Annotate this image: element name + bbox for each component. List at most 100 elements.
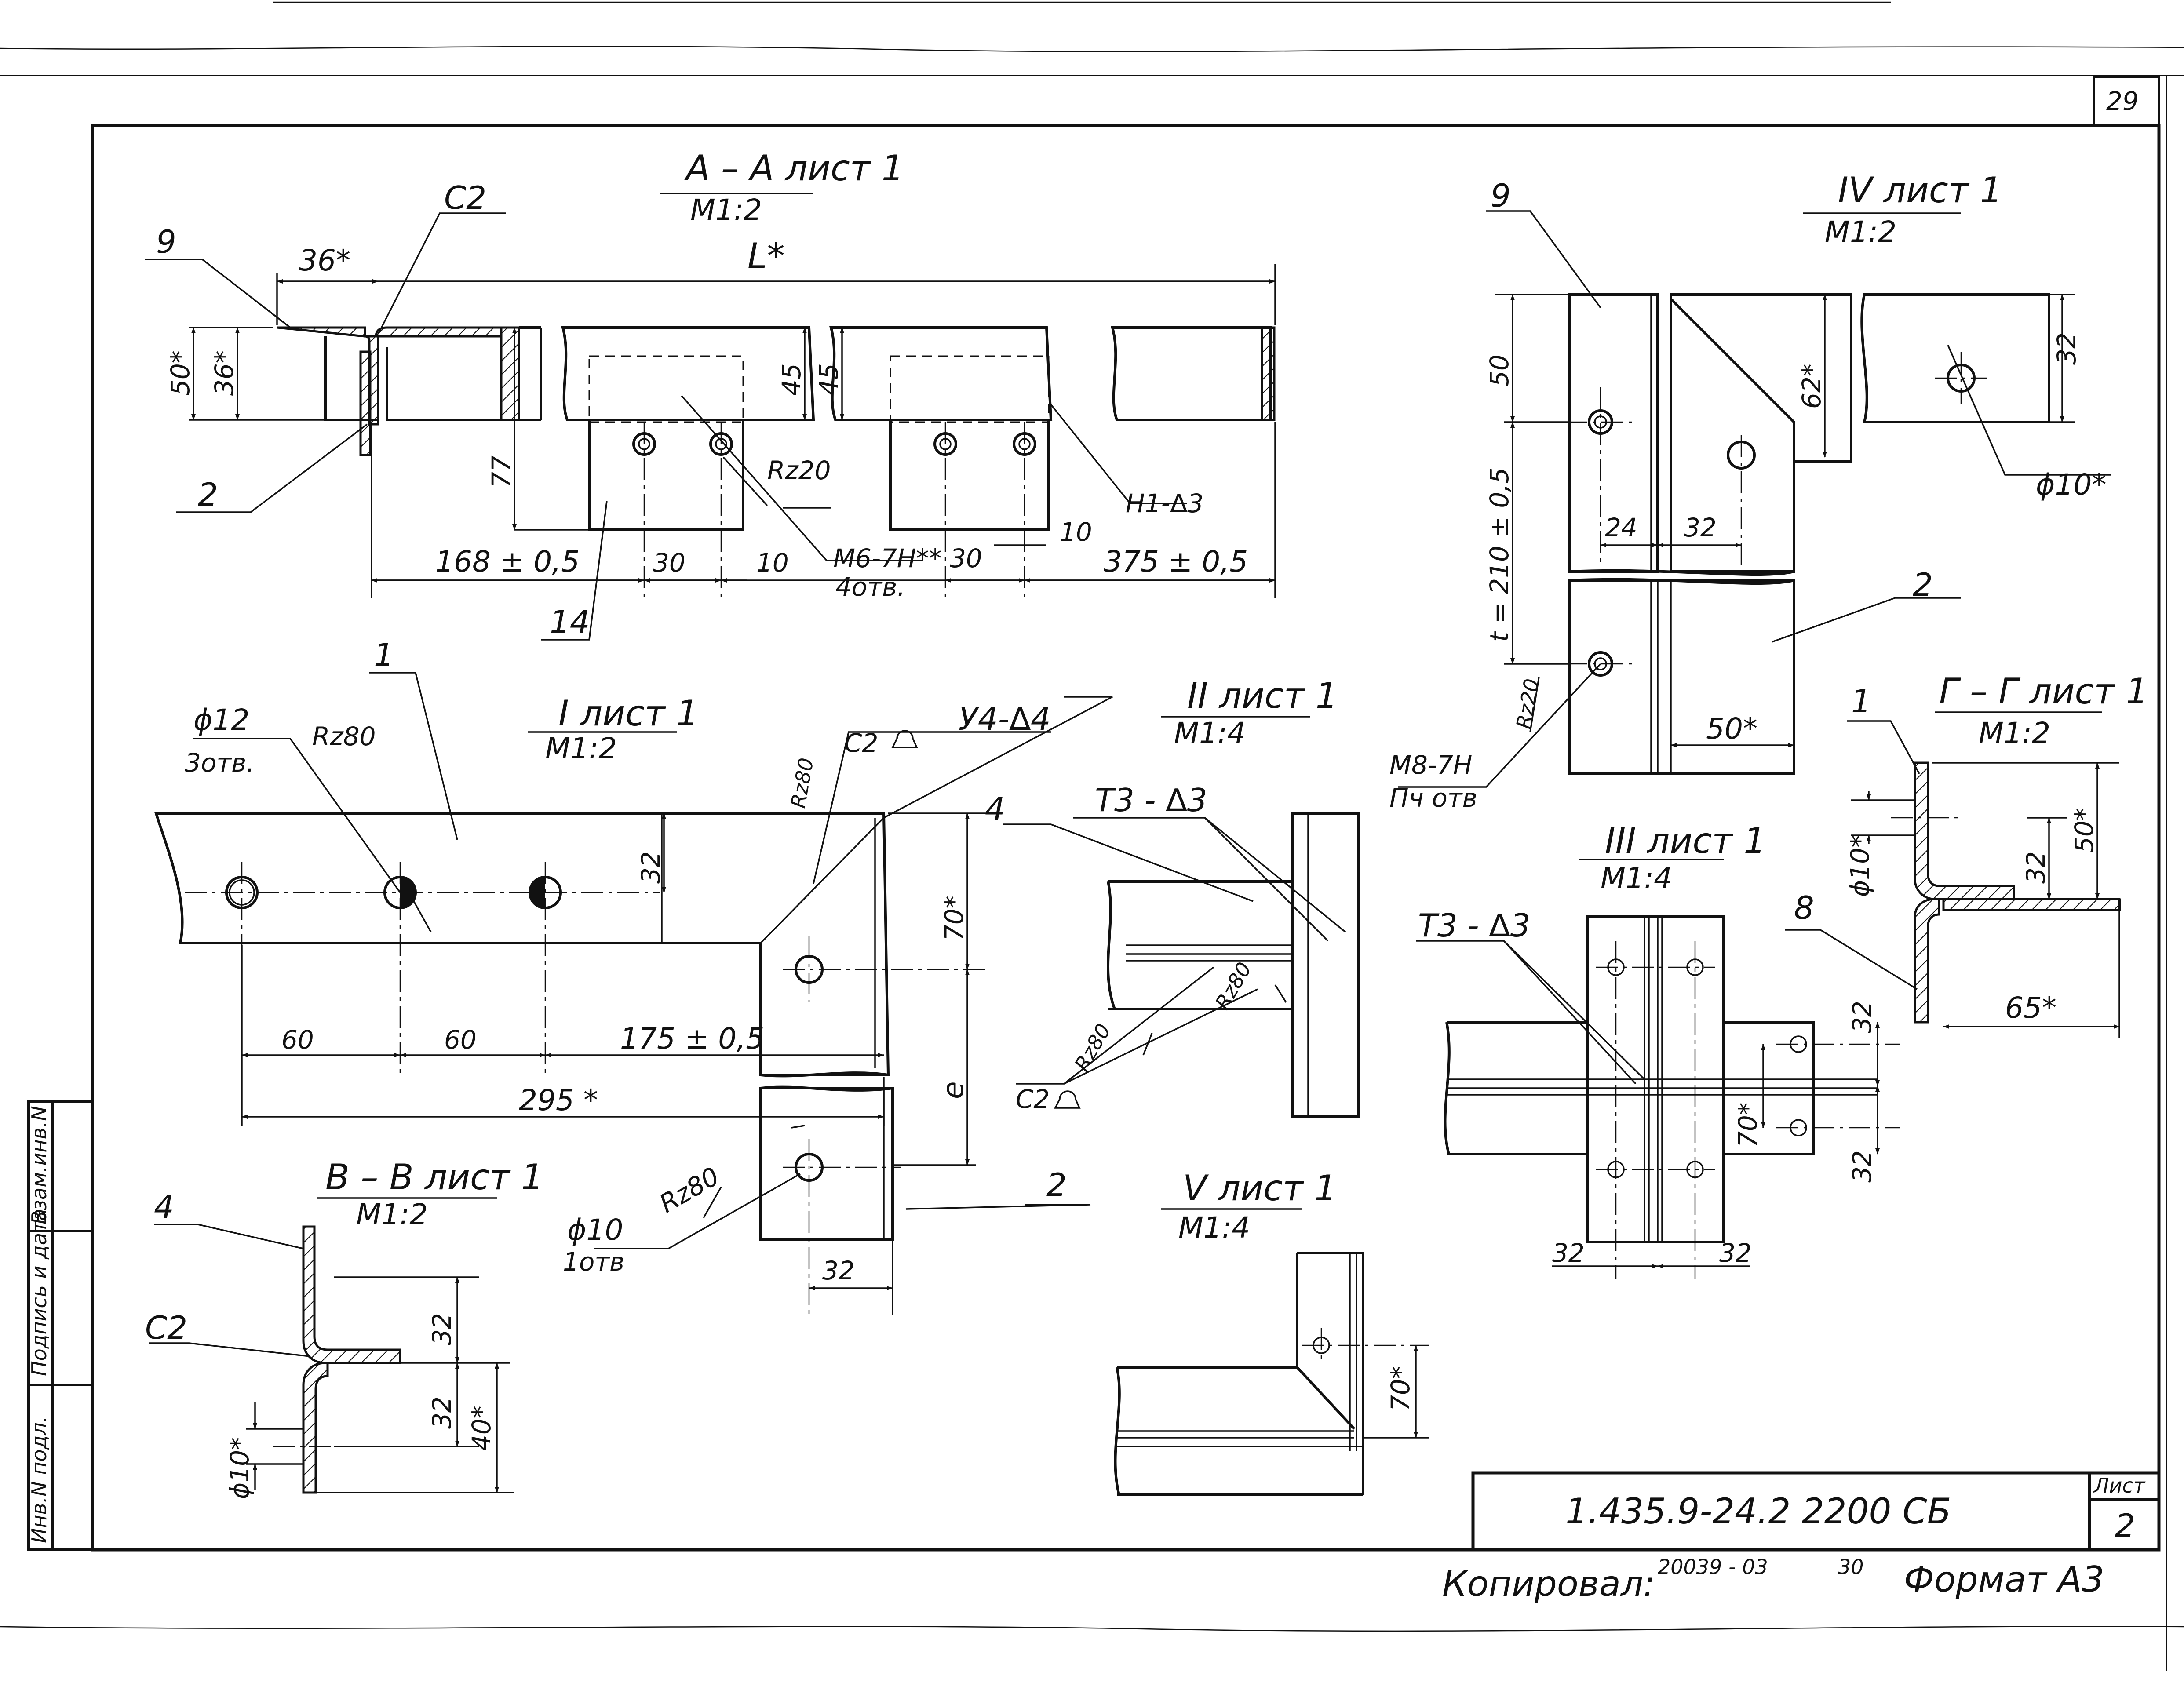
- side-stamp: Инв.N подл. Подпись и дата Взам.инв.N: [27, 1100, 94, 1551]
- view-v: V лист 1 М1:4 70*: [1114, 1168, 1429, 1496]
- i-rz80b: Rz80: [786, 756, 818, 810]
- view-iii-scale: М1:4: [1601, 861, 1672, 895]
- gg-dim32: 32: [2021, 851, 2051, 884]
- view-i-scale: М1:2: [545, 732, 617, 765]
- iv-pos2: 2: [1913, 566, 1933, 603]
- aa-dim50: 50*: [165, 350, 195, 396]
- view-iii: III лист 1 М1:4 Т3 - ∆3: [1416, 820, 1900, 1279]
- iv-holes: Пч отв: [1389, 783, 1477, 813]
- vv-pos4: 4: [154, 1188, 174, 1225]
- aa-dim36a: 36*: [299, 244, 350, 277]
- section-aa-scale: М1:2: [690, 193, 762, 227]
- aa-dim30a: 30: [653, 548, 685, 578]
- drawing-designation: 1.435.9-24.2 2200 СБ: [1565, 1491, 1951, 1532]
- aa-holes: 4отв.: [835, 572, 905, 602]
- i-dimE: е: [936, 1081, 970, 1099]
- view-i: I лист 1 М1:2: [154, 637, 1254, 1315]
- i-pos4: 4: [985, 790, 1005, 827]
- iv-rz20: Rz20: [1512, 677, 1544, 731]
- gg-pos1: 1: [1851, 683, 1871, 720]
- section-vv-scale: М1:2: [356, 1198, 428, 1231]
- sheet-label: Лист: [2093, 1474, 2146, 1497]
- i-pos1: 1: [374, 637, 394, 674]
- ii-rz80a: Rz80: [1210, 958, 1256, 1013]
- gg-pos8: 8: [1794, 889, 1814, 926]
- iii-dim32a: 32: [1847, 1001, 1877, 1033]
- vv-dim32b: 32: [427, 1396, 457, 1429]
- view-iii-title: III лист 1: [1605, 820, 1766, 861]
- footer: Копировал: 20039 - 03 30 Формат А3: [1442, 1555, 2104, 1604]
- section-gg-title: Г – Г лист 1: [1939, 671, 2148, 712]
- iv-dim50b: 50*: [1706, 712, 1757, 746]
- gg-phi10: ϕ10*: [1845, 835, 1875, 897]
- iv-dim210: t = 210 ± 0,5: [1484, 467, 1514, 642]
- i-holes2: 1отв: [563, 1247, 624, 1277]
- view-ii-title: II лист 1: [1187, 675, 1338, 716]
- i-dim60b: 60: [444, 1025, 477, 1055]
- section-aa: А – А лист 1 М1:2: [145, 148, 1276, 641]
- aa-dim168: 168 ± 0,5: [435, 545, 580, 579]
- order-number: 30: [1838, 1555, 1864, 1579]
- view-v-title: V лист 1: [1183, 1168, 1337, 1209]
- i-holes: 3отв.: [185, 748, 255, 778]
- i-weld: У4-∆4: [959, 700, 1051, 737]
- aa-dim10b: 10: [1060, 517, 1092, 547]
- i-phi10: ϕ10: [567, 1213, 623, 1247]
- page-number: 29: [2106, 86, 2139, 116]
- aa-dim77: 77: [486, 455, 516, 488]
- gg-dim65: 65*: [2005, 991, 2056, 1025]
- i-c2: С2: [844, 728, 878, 758]
- gg-dim50: 50*: [2069, 808, 2099, 853]
- aa-h1: Н1-∆3: [1126, 488, 1203, 518]
- iv-dim50: 50: [1484, 354, 1514, 387]
- iv-phi10: ϕ10*: [2036, 468, 2107, 502]
- stamp-signature: Подпись и дата: [27, 1209, 51, 1376]
- aa-dim45a: 45: [777, 363, 806, 396]
- iv-pos9: 9: [1491, 177, 1511, 214]
- aa-pos2: 2: [198, 476, 218, 513]
- view-i-title: I лист 1: [558, 693, 699, 734]
- view-ii: II лист 1 М1:4 Т3 - ∆3 Rz80 Rz80 С2: [1016, 675, 1360, 1118]
- view-iv-scale: М1:2: [1825, 215, 1896, 249]
- vv-c2: С2: [145, 1309, 187, 1346]
- aa-c2: С2: [444, 179, 486, 216]
- stamp-inv: Инв.N подл.: [27, 1416, 51, 1543]
- iv-thread: М8-7Н: [1389, 750, 1472, 780]
- view-iv-title: IV лист 1: [1838, 170, 2002, 211]
- section-gg-scale: М1:2: [1979, 716, 2050, 750]
- iv-dim32b: 32: [1684, 513, 1717, 543]
- iv-dim24: 24: [1605, 513, 1637, 543]
- aa-thread: М6-7Н**: [833, 543, 941, 573]
- sheet-value: 2: [2115, 1507, 2135, 1544]
- ii-rz80b: Rz80: [1070, 1020, 1116, 1075]
- i-dim70: 70*: [939, 896, 969, 941]
- section-gg: Г – Г лист 1 М1:2 1 ϕ10* 32 50* 8 65*: [1785, 671, 2148, 1038]
- i-dim295: 295 *: [519, 1083, 598, 1117]
- order-code: 20039 - 03: [1658, 1555, 1768, 1579]
- i-dim32: 32: [636, 851, 666, 884]
- aa-dim45b: 45: [814, 363, 844, 396]
- section-vv-title: В – В лист 1: [325, 1157, 543, 1198]
- view-iv: IV лист 1 М1:2: [1389, 170, 2111, 813]
- stamp-replace: Взам.инв.N: [27, 1106, 51, 1224]
- i-dim175: 175 ± 0,5: [620, 1022, 764, 1056]
- i-dim32b: 32: [822, 1256, 855, 1286]
- vv-phi10: ϕ10*: [225, 1437, 255, 1499]
- iii-dim32d: 32: [1719, 1238, 1752, 1268]
- format-label: Формат А3: [1904, 1559, 2104, 1600]
- aa-pos9: 9: [156, 223, 176, 260]
- aa-dimL: L*: [747, 236, 785, 277]
- section-vv: В – В лист 1 М1:2 4 С2 32 32 40* ϕ10*: [145, 1157, 543, 1499]
- iii-dim70: 70*: [1733, 1102, 1763, 1147]
- iii-weld: Т3 - ∆3: [1418, 907, 1531, 944]
- view-ii-scale: М1:4: [1174, 716, 1246, 750]
- vv-dim40: 40*: [467, 1406, 496, 1451]
- iv-dim62: 62*: [1797, 364, 1827, 409]
- aa-dim375: 375 ± 0,5: [1104, 545, 1248, 579]
- section-aa-title: А – А лист 1: [684, 148, 904, 189]
- i-dim60a: 60: [281, 1025, 314, 1055]
- page-number-box: 29: [2093, 76, 2160, 127]
- copied-label: Копировал:: [1442, 1563, 1655, 1604]
